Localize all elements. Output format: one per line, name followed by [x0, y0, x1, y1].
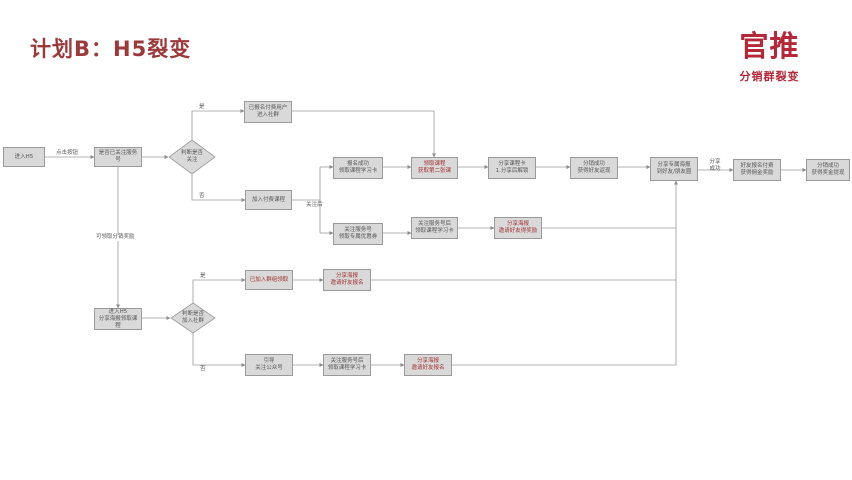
sign-up-box: 报名成功 领取课程学习卡	[333, 157, 383, 179]
on-h5-box: 进入H5 分享海报领取课程	[94, 308, 142, 330]
friend-sign-box: 好友报名付费 获得佣金奖励	[733, 159, 781, 181]
check-subscribe-box: 是否已关注服务号	[94, 147, 142, 167]
share-join-box: 分销成功 获得奖金提现	[806, 159, 850, 181]
decision-1-text: 判断是否 关注	[180, 150, 203, 163]
joined-group-box: 已加入群组领取	[245, 270, 293, 290]
share-card-box: 分享课程卡 1.分享后解锁	[488, 157, 536, 179]
share-poster3-box: 分享海报 邀请好友报名	[323, 269, 371, 291]
follow-official-box: 关注服务号 领取专属优惠券	[333, 223, 383, 245]
logo-main-text: 官推	[739, 29, 800, 63]
share-poster-box: 分享专属海报 到好友/朋友圈	[650, 157, 698, 181]
label-share: 分享 成功	[709, 159, 721, 172]
share-poster4-box: 分享海报 邀请好友报名	[404, 354, 452, 376]
label-no-1: 否	[199, 193, 205, 199]
follow-redeem-box: 关注服务号后 领取课程学习卡	[323, 354, 371, 376]
label-no-follow: 可领取分销奖励	[96, 234, 135, 241]
label-no-2: 否	[200, 366, 206, 372]
share-poster2-box: 分享海报 邀请好友得奖励	[494, 217, 542, 239]
brand-logo: 官推 分销群裂变	[722, 30, 817, 84]
guide-box: 引导 关注公众号	[245, 354, 293, 376]
get-card-box: 领取课程 获取第二张课	[411, 157, 458, 179]
entry-box: 进入H5	[3, 147, 45, 167]
scan-join-box: 关注服务号后 领取课程学习卡	[411, 217, 458, 239]
page-title: 计划B：H5裂变	[30, 37, 192, 61]
paid-user-box: 已报名付费用户 进入社群	[244, 101, 292, 123]
label-click: 点击按钮	[56, 150, 79, 156]
label-follow: 关注后	[306, 202, 323, 208]
label-yes-2: 是	[200, 273, 206, 279]
share-success-box: 分销成功 获得好友返现	[570, 157, 618, 179]
label-yes-1: 是	[199, 104, 205, 110]
decision-2-text: 判断是否 加入社群	[181, 311, 204, 324]
join-paid-box: 加入付费课程	[245, 190, 292, 210]
logo-sub-text: 分销群裂变	[739, 70, 800, 83]
